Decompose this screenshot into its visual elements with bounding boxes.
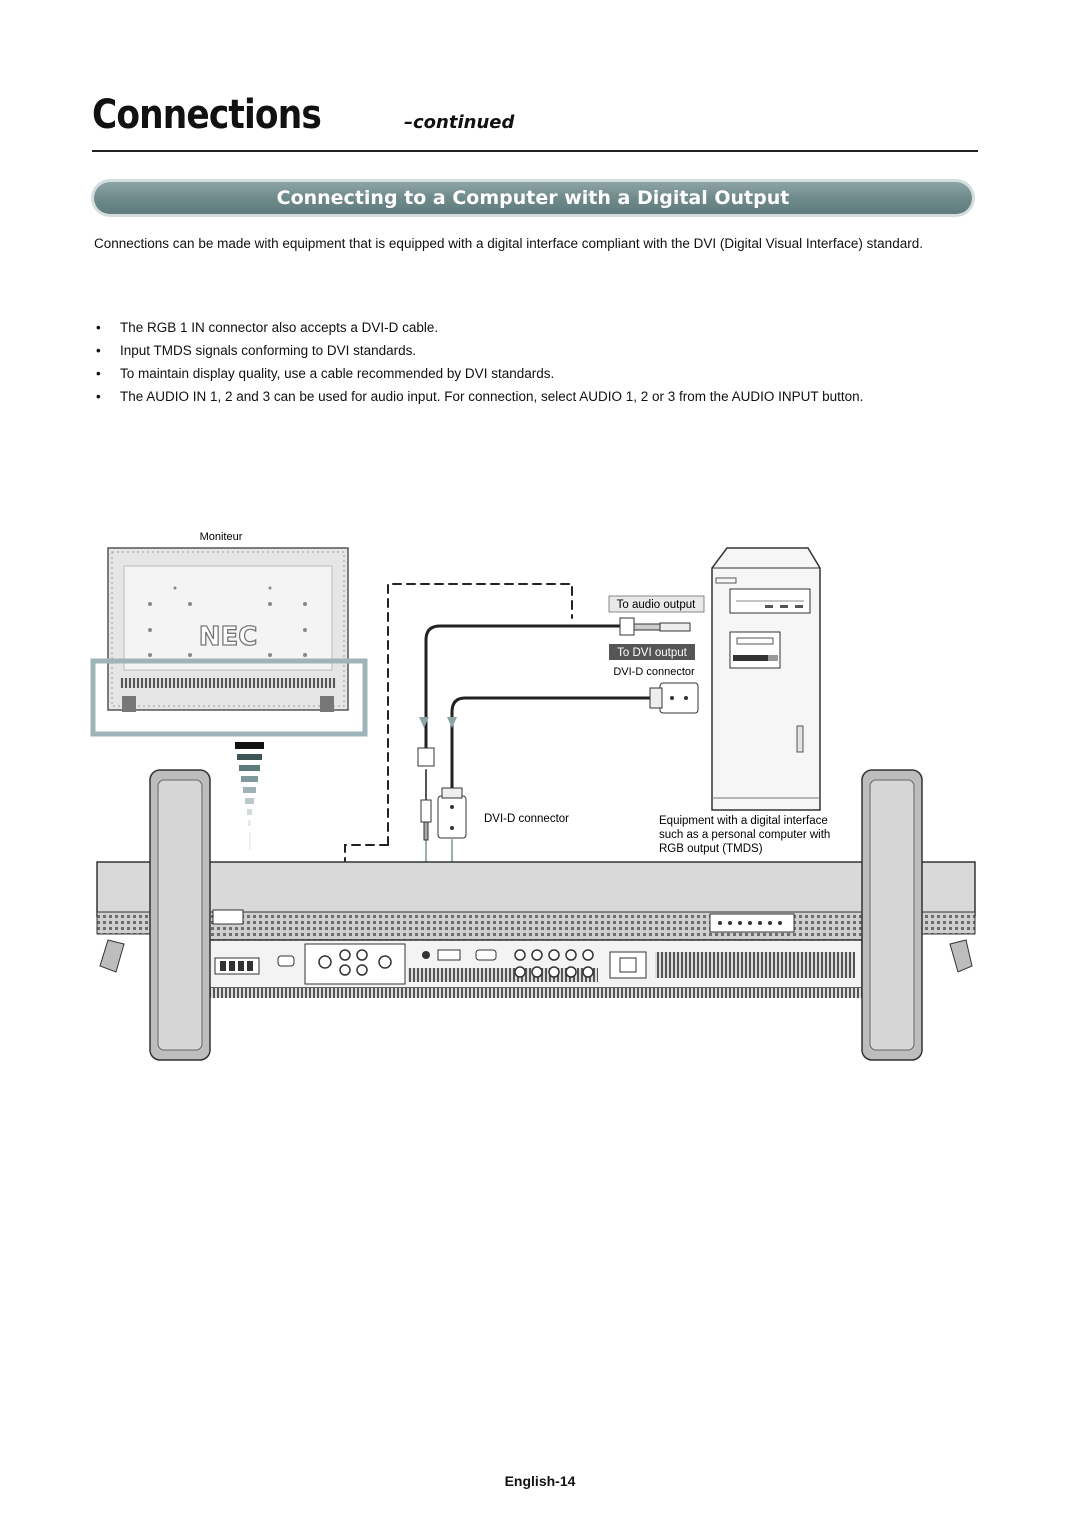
audio-plug xyxy=(619,617,691,636)
equipment-desc-line: RGB output (TMDS) xyxy=(659,843,763,855)
list-item: To maintain display quality, use a cable… xyxy=(94,362,863,385)
monitor-label: Moniteur xyxy=(200,531,243,543)
equipment-desc-line: Equipment with a digital interface xyxy=(659,815,828,827)
equipment-desc-line: such as a personal computer with xyxy=(659,829,830,841)
intro-paragraph: Connections can be made with equipment t… xyxy=(94,236,923,251)
computer-tower xyxy=(711,547,821,811)
monitor-rear-view: Moniteur NEC xyxy=(90,531,368,850)
monitor-dvi-connector-label: DVI-D connector xyxy=(484,813,569,825)
dvi-output-label: To DVI output xyxy=(609,644,695,660)
monitor-stand xyxy=(99,769,973,1061)
dvi-plug-pc xyxy=(649,682,699,714)
nec-logo: NEC xyxy=(199,622,258,652)
monitor-connector-panel xyxy=(96,861,976,998)
section-banner: Connecting to a Computer with a Digital … xyxy=(94,182,972,214)
section-title: Connecting to a Computer with a Digital … xyxy=(276,187,790,209)
connection-diagram: Moniteur NEC xyxy=(90,531,976,1061)
notes-list: The RGB 1 IN connector also accepts a DV… xyxy=(94,316,863,408)
page-number: English-14 xyxy=(504,1473,576,1489)
list-item: Input TMDS signals conforming to DVI sta… xyxy=(94,339,863,362)
list-item: The RGB 1 IN connector also accepts a DV… xyxy=(94,316,863,339)
page-title: Connections xyxy=(92,92,322,138)
page-title-suffix: –continued xyxy=(404,112,515,133)
audio-jack-monitor xyxy=(417,747,435,841)
pc-dvi-connector-label: DVI-D connector xyxy=(613,666,695,678)
list-item: The AUDIO IN 1, 2 and 3 can be used for … xyxy=(94,385,863,408)
page-heading: Connections –continued xyxy=(92,92,514,138)
arrow-icon xyxy=(419,717,429,728)
arrow-icon xyxy=(447,717,457,728)
heading-rule xyxy=(92,150,978,152)
zoom-indicator xyxy=(235,742,264,850)
dvi-plug-monitor xyxy=(437,787,467,839)
audio-output-label: To audio output xyxy=(608,595,705,613)
svg-text:To audio output: To audio output xyxy=(617,599,696,611)
svg-text:To DVI output: To DVI output xyxy=(617,647,687,659)
